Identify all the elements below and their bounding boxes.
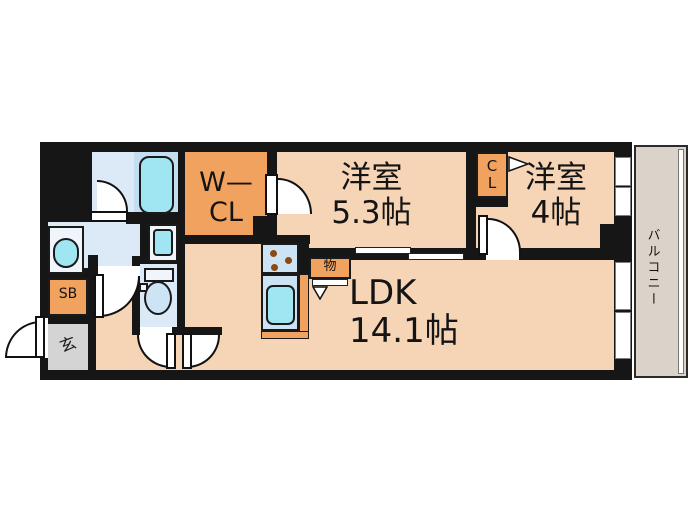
entrance-floor (48, 324, 88, 370)
toilet-doorway (140, 327, 172, 335)
wcl-label-line1: W— (199, 167, 253, 198)
ldk-size: 14.1帖 (349, 311, 459, 352)
ldk-name: LDK (349, 273, 417, 313)
burner-dot (271, 264, 278, 271)
vanity-sink (53, 238, 79, 268)
burner-dot (285, 257, 292, 264)
washroom-doorway (98, 266, 140, 276)
washroom-door-panel (94, 274, 104, 318)
shoe-box-label: SB (58, 286, 78, 302)
bedroom53-label: 洋室 5.3帖 (277, 161, 466, 230)
toilet-bowl (144, 281, 172, 315)
storage-box (309, 257, 351, 279)
shoe-box (48, 278, 88, 316)
sliding-door-leaf-b (408, 253, 464, 260)
closet-label: C L (476, 158, 508, 192)
closet-label-line1: C (486, 157, 498, 175)
bedroom4-name: 洋室 (525, 160, 587, 196)
wall-under-bathroom (126, 212, 178, 224)
kitchen-sink (266, 285, 295, 325)
bedroom4-door-panel (478, 215, 488, 255)
wall-under-wcl (177, 235, 310, 244)
storage-door-track (312, 279, 348, 286)
kitchen-counter-edge-bottom (261, 331, 309, 339)
kitchen-stove (261, 243, 299, 274)
kitchen-counter-edge-right (299, 274, 309, 339)
window-ldk-a (615, 262, 631, 310)
balcony-rail (678, 149, 684, 374)
ldk-door-panel (182, 333, 192, 369)
wcl-label-line2: CL (209, 197, 243, 229)
wcl-door-panel (265, 174, 278, 215)
wall-toilet-stub (132, 327, 222, 335)
entrance-door-panel (35, 316, 45, 358)
wall-wcl-notch (253, 216, 267, 243)
storage-label: 物 (323, 259, 337, 274)
wall-under-cl (466, 198, 508, 207)
toilet-door-panel (166, 333, 176, 369)
window-bedroom4-a (615, 157, 631, 186)
bathtub (139, 156, 174, 214)
wcl-label: W— CL (185, 167, 267, 229)
window-bedroom4-b (615, 187, 631, 216)
closet-door-mark (508, 156, 529, 172)
storage-door-mark (312, 286, 328, 301)
ldk-room (185, 243, 614, 370)
bedroom53-size: 5.3帖 (331, 194, 412, 231)
bathroom-door-panel (90, 211, 128, 222)
bedroom53-name: 洋室 (340, 160, 403, 196)
washing-machine (153, 229, 173, 256)
toilet-tank (144, 268, 174, 282)
wall-washroom-jamb (88, 255, 98, 276)
bedroom4-label: 洋室 4帖 (496, 161, 616, 230)
wall-window-pillar (600, 224, 632, 250)
burner-dot (270, 250, 277, 257)
closet-box (476, 152, 508, 198)
sliding-door-leaf-a (355, 247, 411, 254)
ldk-label: LDK 14.1帖 (349, 274, 459, 350)
closet-label-line2: L (487, 173, 497, 192)
washroom-floor-2 (132, 222, 140, 256)
bedroom4-doorway (486, 250, 519, 260)
window-ldk-b (615, 312, 631, 359)
wall-cl-side (466, 142, 476, 250)
balcony-label: バルコニー (644, 228, 660, 308)
bedroom4-size: 4帖 (530, 194, 582, 231)
